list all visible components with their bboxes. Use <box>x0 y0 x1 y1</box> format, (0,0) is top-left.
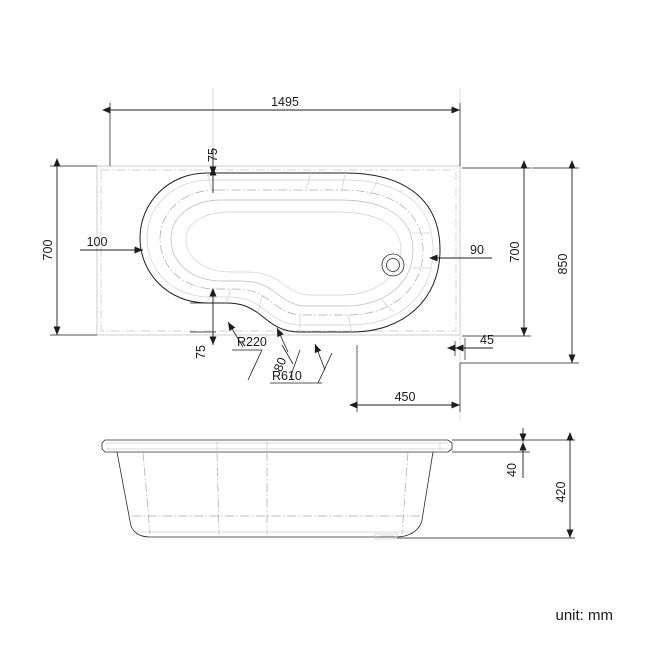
bath-rim-offset <box>146 179 434 326</box>
plan-rim-seam-lines <box>206 172 430 333</box>
dim-label-420: 420 <box>554 482 568 503</box>
bath-bowl-dashdot <box>159 189 424 316</box>
leader-r610-arrow <box>314 343 326 371</box>
dim-label-r220: R220 <box>237 335 267 349</box>
dim-label-700-left: 700 <box>41 240 55 261</box>
dim-label-1495: 1495 <box>271 95 299 109</box>
elevation-foot-detail <box>374 533 398 540</box>
bath-bottom-pan <box>185 211 402 296</box>
dim-label-45: 45 <box>480 333 494 347</box>
bath-bowl-well <box>170 199 414 307</box>
bath-outer-profile <box>139 172 441 333</box>
dim-label-40: 40 <box>505 463 519 477</box>
plan-step-line-a <box>225 288 232 304</box>
leader-80-arrow <box>276 327 289 353</box>
dim-label-450: 450 <box>395 390 416 404</box>
elevation-internal-ribs <box>142 451 409 535</box>
plan-outer-footprint <box>96 165 461 336</box>
drain-waste-hole <box>381 253 405 277</box>
elevation-view-group <box>101 439 575 540</box>
dim-label-r610: R610 <box>272 369 302 383</box>
dim-label-700-right: 700 <box>508 242 522 263</box>
elevation-tub-body <box>116 451 434 538</box>
dim-label-850: 850 <box>556 254 570 275</box>
elevation-rim-slab <box>101 439 453 453</box>
leader-r220-arrow <box>227 321 244 348</box>
leader-r220-tail <box>247 349 263 381</box>
dim-label-75-top: 75 <box>206 148 220 162</box>
dim-label-90: 90 <box>470 243 484 257</box>
unit-note-label: unit: mm <box>555 607 613 624</box>
elevation-dimension-group: 40 420 <box>505 428 574 538</box>
plan-step-line-b <box>341 172 346 191</box>
dim-label-80: 80 <box>271 355 289 373</box>
dim-label-75-bottom: 75 <box>194 345 208 359</box>
leader-r610-tail <box>317 352 333 384</box>
leader-80-tail <box>289 349 301 379</box>
plan-dimension-group: 1495 75 700 100 90 700 850 75 <box>41 95 579 412</box>
dim-label-100: 100 <box>87 235 108 249</box>
leader-80-shelf <box>281 344 294 365</box>
